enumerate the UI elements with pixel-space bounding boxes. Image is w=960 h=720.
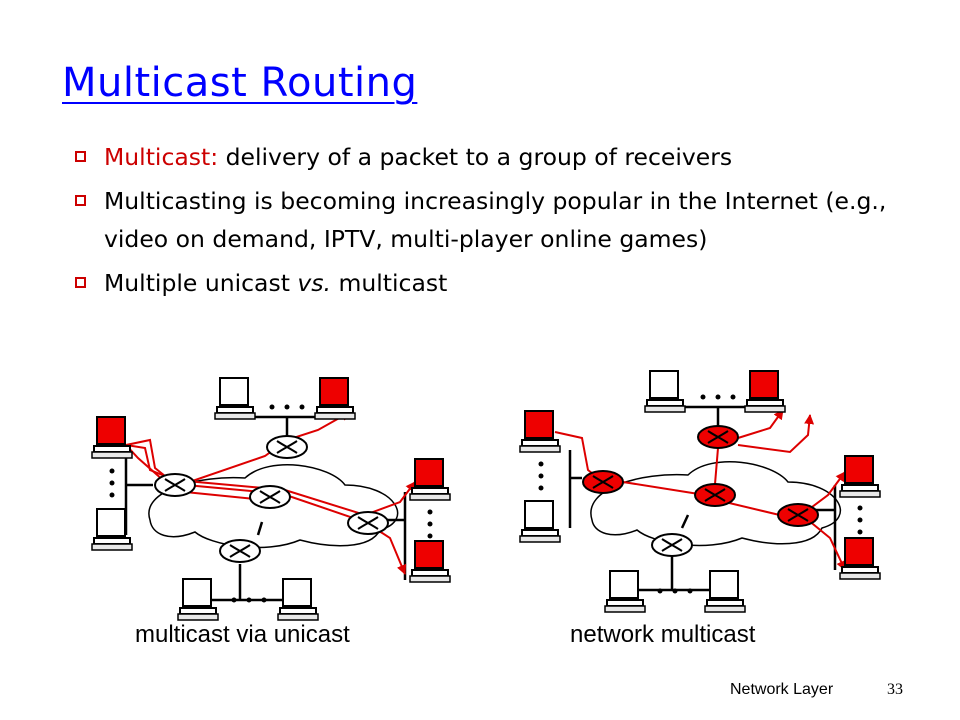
router-icon <box>694 483 736 507</box>
diagram-caption: network multicast <box>570 621 756 648</box>
host-computer-icon <box>644 370 686 413</box>
receiver-computer-icon <box>839 455 881 498</box>
diagram-network-multicast: network multicast <box>519 370 881 648</box>
bullet-term: Multicast: <box>104 143 219 171</box>
bullet-text: Multicasting is becoming increasingly po… <box>104 187 887 253</box>
bullet-emphasis: vs. <box>297 269 332 297</box>
source-computer-icon <box>91 416 133 459</box>
bullet-square-icon <box>75 195 86 206</box>
receiver-computer-icon <box>409 458 451 501</box>
router-icon <box>347 511 389 535</box>
bullet-text: delivery of a packet to a group of recei… <box>218 143 733 171</box>
diagram-multicast-via-unicast: multicast via unicast <box>91 377 451 648</box>
bullet-square-icon <box>75 151 86 162</box>
router-icon <box>219 539 261 563</box>
host-computer-icon <box>91 508 133 551</box>
receiver-computer-icon <box>314 377 356 420</box>
router-icon <box>651 533 693 557</box>
receiver-computer-icon <box>839 537 881 580</box>
host-computer-icon <box>604 570 646 613</box>
slide-title: Multicast Routing <box>62 60 418 106</box>
ellipsis-dots <box>538 394 863 594</box>
router-icon <box>697 425 739 449</box>
network-cloud <box>148 464 399 549</box>
router-icon <box>249 485 291 509</box>
diagram-caption: multicast via unicast <box>135 621 350 648</box>
bullet-text: Multiple unicast <box>104 269 298 297</box>
bullet-item: Multicasting is becoming increasingly po… <box>72 182 932 258</box>
multicast-diagrams: multicast via unicast <box>91 370 881 648</box>
host-computer-icon <box>277 578 319 621</box>
receiver-computer-icon <box>744 370 786 413</box>
router-icon <box>266 435 308 459</box>
page-number: 33 <box>887 681 903 698</box>
bullet-item: Multiple unicast vs. multicast <box>72 264 932 302</box>
receiver-computer-icon <box>409 540 451 583</box>
bullet-item: Multicast: delivery of a packet to a gro… <box>72 138 932 176</box>
router-icon <box>154 473 196 497</box>
host-computer-icon <box>177 578 219 621</box>
host-computer-icon <box>214 377 256 420</box>
bullet-list: Multicast: delivery of a packet to a gro… <box>72 138 932 308</box>
ellipsis-dots <box>109 404 433 603</box>
source-computer-icon <box>519 410 561 453</box>
bullet-square-icon <box>75 277 86 288</box>
host-computer-icon <box>704 570 746 613</box>
bullet-text: multicast <box>331 269 448 297</box>
router-icon <box>777 503 819 527</box>
host-computer-icon <box>519 500 561 543</box>
footer-label: Network Layer <box>730 681 834 698</box>
router-icon <box>582 470 624 494</box>
